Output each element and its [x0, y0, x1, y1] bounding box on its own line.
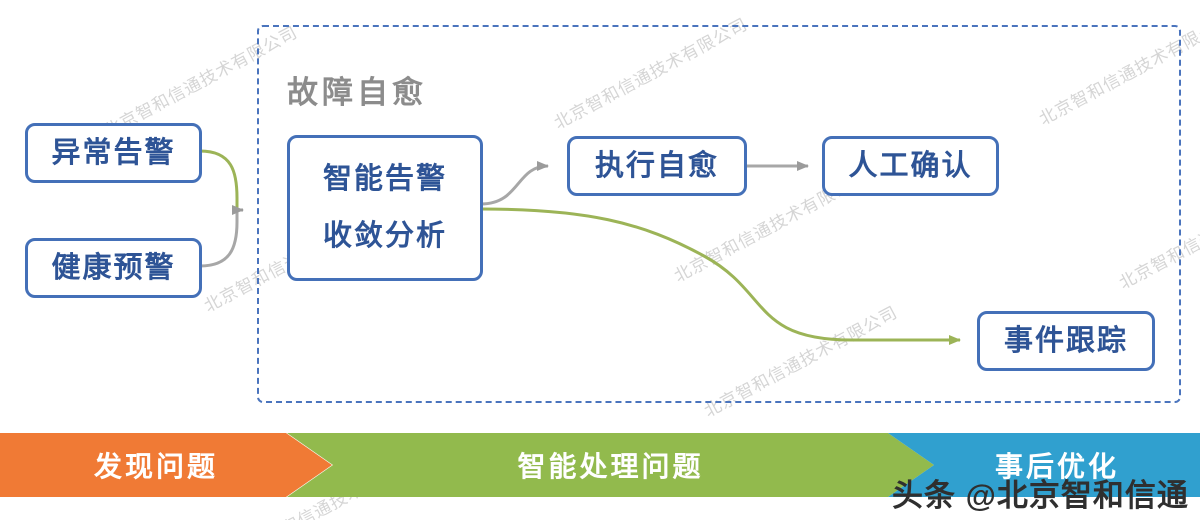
stage-label: 发现问题 [93, 451, 218, 482]
node-event-tracking: 事件跟踪 [977, 311, 1155, 371]
node-label: 异常告警 [51, 136, 176, 169]
stage-post-optimization: 事后优化 [888, 433, 1200, 497]
node-label-line2: 收敛分析 [322, 220, 447, 252]
node-execute-self-healing: 执行自愈 [567, 136, 747, 196]
group-title: 故障自愈 [287, 75, 427, 110]
stage-discover-problem: 发现问题 [0, 433, 332, 497]
node-label: 事件跟踪 [1003, 324, 1128, 357]
node-abnormal-alert: 异常告警 [25, 123, 202, 183]
arrow-abnormal-to-merge [198, 149, 239, 209]
node-smart-alert-convergence: 智能告警 收敛分析 [287, 135, 483, 281]
stage-label: 智能处理问题 [517, 451, 704, 482]
node-health-warning: 健康预警 [25, 238, 202, 298]
arrow-health-to-merge [198, 211, 239, 268]
toutiao-attribution: 头条 @北京智和信通 [892, 478, 1189, 513]
node-manual-confirmation: 人工确认 [822, 136, 999, 196]
node-label: 人工确认 [848, 149, 973, 182]
node-label: 执行自愈 [594, 149, 719, 182]
stage-label: 事后优化 [994, 451, 1119, 482]
node-label: 健康预警 [51, 251, 176, 284]
fault-self-healing-group: 故障自愈 [257, 25, 1181, 403]
stage-smart-processing: 智能处理问题 [287, 433, 934, 497]
node-label-line1: 智能告警 [322, 163, 447, 195]
